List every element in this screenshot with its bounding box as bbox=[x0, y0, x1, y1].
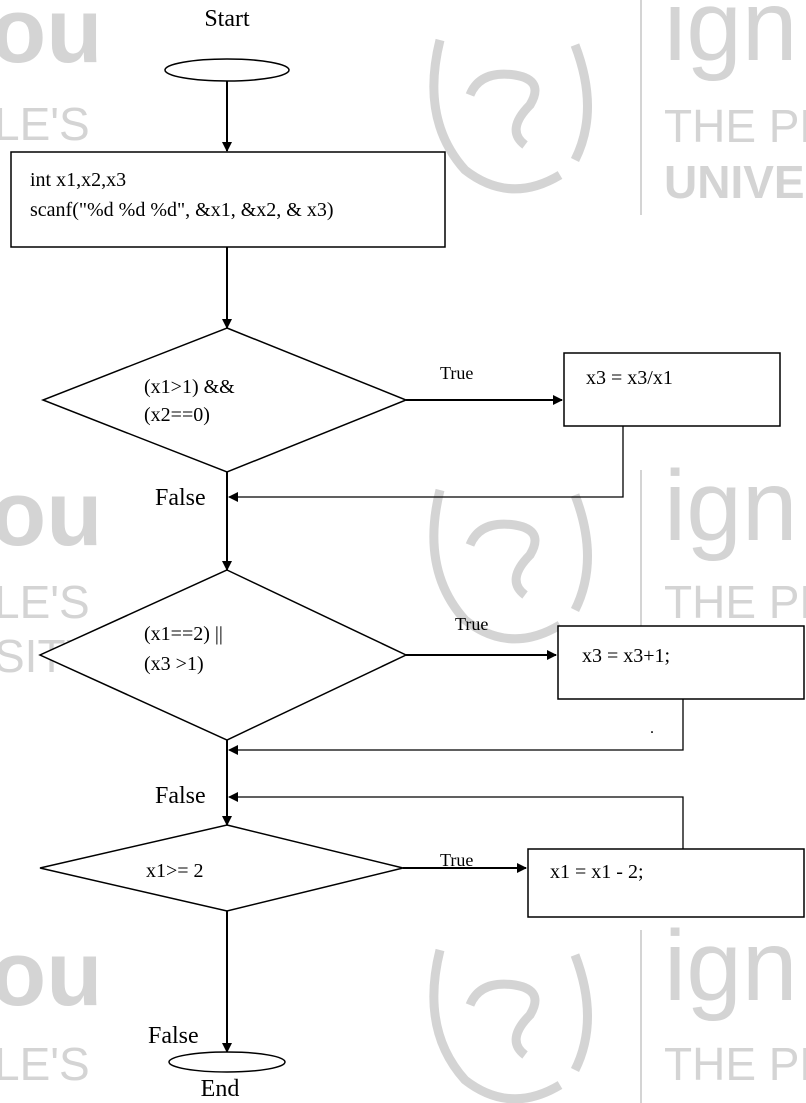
watermark-line-left-4: LE'S bbox=[0, 1038, 90, 1090]
watermark-brand-left-3: ou bbox=[0, 923, 102, 1025]
decision-1-false-label: False bbox=[155, 485, 206, 511]
watermark-line-right-1: THE PEO bbox=[664, 100, 806, 152]
watermark-line-right-2: UNIVEI bbox=[664, 156, 806, 208]
declaration-line-2: scanf("%d %d %d", &x1, &x2, & x3) bbox=[30, 199, 334, 221]
connector-action1-return bbox=[228, 426, 624, 502]
decision-2-false-label: False bbox=[155, 783, 206, 809]
action-3-text: x1 = x1 - 2; bbox=[550, 861, 644, 883]
watermark-line-right-3: THE PEO bbox=[664, 576, 806, 628]
action-2-text: x3 = x3+1; bbox=[582, 645, 670, 667]
action-1-box bbox=[563, 352, 781, 427]
watermark-brand-left-2: ou bbox=[0, 463, 102, 565]
declaration-box bbox=[10, 151, 446, 248]
decision-3-false-label: False bbox=[148, 1023, 199, 1049]
end-label: End bbox=[201, 1076, 240, 1102]
action-3-box bbox=[527, 848, 805, 918]
watermark-seal-1 bbox=[429, 38, 592, 194]
watermark-seal-2 bbox=[429, 488, 592, 644]
decision-2-line-2: (x3 >1) bbox=[144, 653, 204, 675]
watermark-seal-3 bbox=[429, 948, 592, 1103]
decision-2-diamond bbox=[38, 569, 408, 741]
declaration-line-1: int x1,x2,x3 bbox=[30, 169, 126, 191]
decision-2-line-1: (x1==2) || bbox=[144, 623, 223, 645]
decision-3-diamond bbox=[39, 824, 404, 912]
watermark-line-left-1: LE'S bbox=[0, 98, 90, 150]
start-label: Start bbox=[204, 6, 250, 32]
connector-action2-return bbox=[228, 699, 684, 755]
watermark-line-left-2: LE'S bbox=[0, 576, 90, 628]
decision-1-line-1: (x1>1) && bbox=[144, 376, 235, 398]
watermark-line-right-4: THE PEO bbox=[664, 1038, 806, 1090]
decision-3-text: x1>= 2 bbox=[146, 860, 204, 882]
decision-3-true-label: True bbox=[440, 850, 473, 870]
end-terminal bbox=[168, 1051, 286, 1073]
decision-1-diamond bbox=[40, 327, 409, 473]
decision-1-line-2: (x2==0) bbox=[144, 404, 210, 426]
decision-2-true-label: True bbox=[455, 614, 488, 634]
decision-1-true-label: True bbox=[440, 363, 473, 383]
start-terminal bbox=[164, 58, 290, 82]
watermark-brand-right-1: ign bbox=[664, 0, 797, 82]
connector-loop-back bbox=[228, 792, 684, 849]
watermark-brand-right-3: ign bbox=[664, 910, 797, 1022]
watermark-brand-right-2: ign bbox=[664, 450, 797, 562]
action-1-text: x3 = x3/x1 bbox=[586, 367, 673, 389]
stray-dot: . bbox=[650, 720, 654, 737]
watermark-brand-left-1: ou bbox=[0, 0, 102, 82]
action-2-box bbox=[557, 625, 805, 700]
